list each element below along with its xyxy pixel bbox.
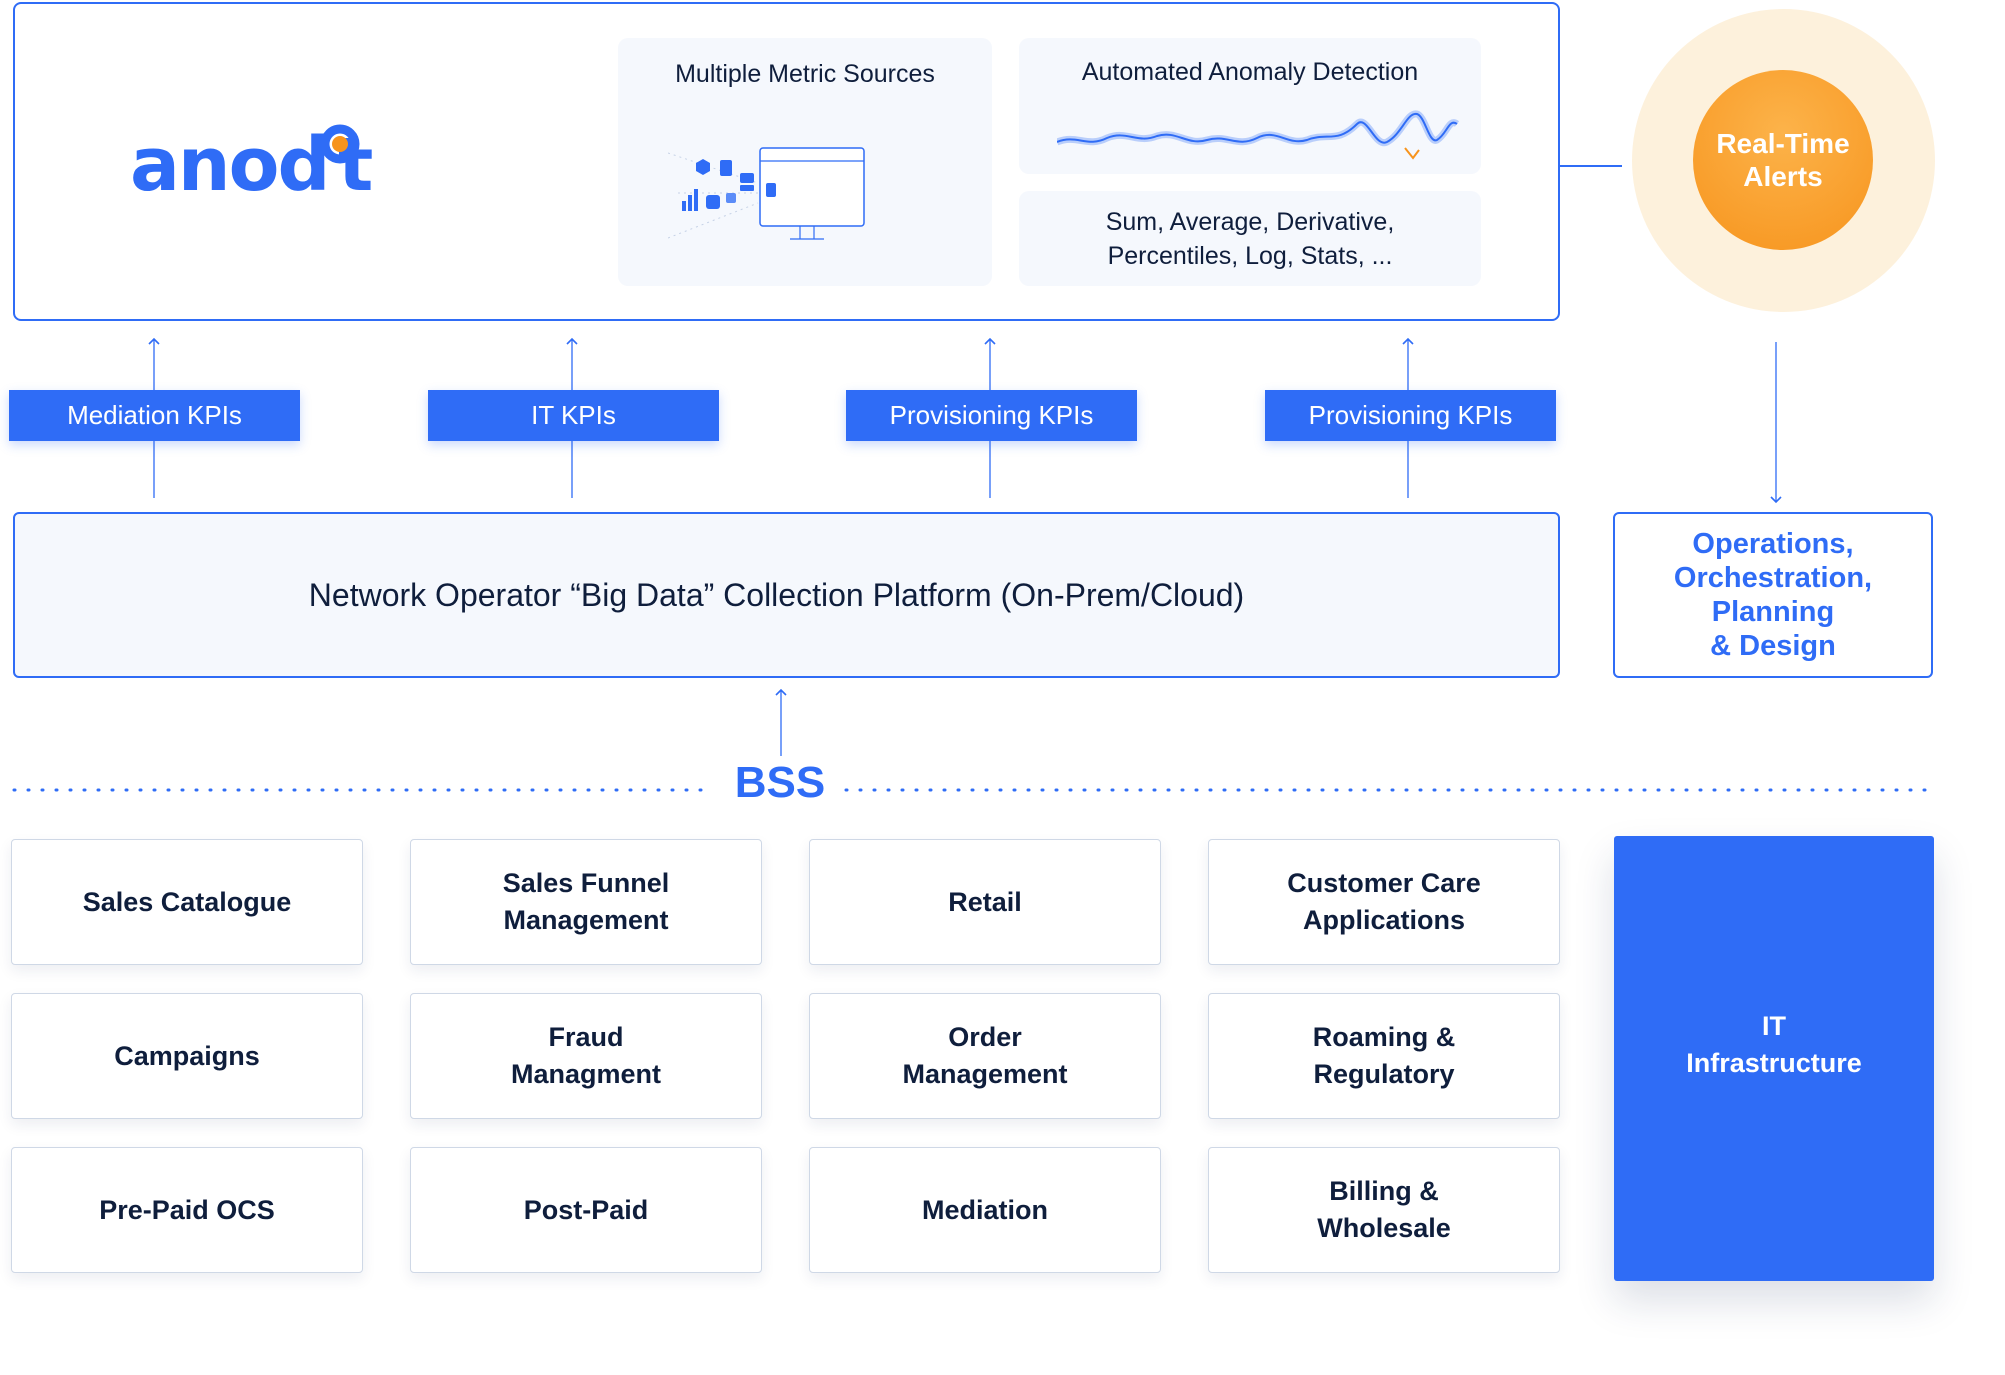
functions-card: Sum, Average, Derivative, Percentiles, L… (1019, 191, 1481, 286)
bss-customer-care: Customer Care Applications (1208, 839, 1560, 965)
kpi-mediation: Mediation KPIs (9, 390, 300, 441)
bss-campaigns: Campaigns (11, 993, 363, 1119)
monitor-icon (759, 147, 865, 227)
it-infrastructure-label: IT Infrastructure (1686, 1011, 1862, 1078)
anodot-logo-mark: anod t (130, 122, 373, 208)
kpi-provisioning-2: Provisioning KPIs (1265, 390, 1556, 441)
bss-item-label: Roaming & Regulatory (1312, 1022, 1456, 1089)
metric-sources-card: Multiple Metric Sources (618, 38, 992, 286)
bss-item-label: Pre-Paid OCS (99, 1194, 275, 1225)
bss-item-label: Sales Catalogue (82, 886, 292, 917)
real-time-alerts-badge: Real-Time Alerts (1693, 70, 1873, 250)
bss-retail: Retail (809, 839, 1161, 965)
kpi-provisioning-1: Provisioning KPIs (846, 390, 1137, 441)
operations-box: Operations, Orchestration, Planning & De… (1613, 512, 1933, 678)
bss-item-label: Customer Care Applications (1287, 868, 1481, 935)
bss-label: BSS (734, 758, 826, 807)
bss-item-label: Sales Funnel Management (502, 868, 670, 935)
collection-platform: Network Operator “Big Data” Collection P… (13, 512, 1560, 678)
real-time-alerts-label: Real-Time Alerts (1716, 128, 1850, 192)
kpi-it: IT KPIs (428, 390, 719, 441)
bss-sales-catalogue: Sales Catalogue (11, 839, 363, 965)
bss-billing-wholesale: Billing & Wholesale (1208, 1147, 1560, 1273)
anomaly-detection-card: Automated Anomaly Detection (1019, 38, 1481, 174)
metric-sources-title: Multiple Metric Sources (675, 60, 935, 88)
collection-platform-title: Network Operator “Big Data” Collection P… (308, 576, 1245, 613)
bss-item-label: Post-Paid (523, 1194, 649, 1225)
bss-item-label: Campaigns (114, 1040, 260, 1071)
it-infrastructure-box: IT Infrastructure (1614, 836, 1934, 1281)
bss-item-label: Retail (948, 886, 1022, 917)
bss-post-paid: Post-Paid (410, 1147, 762, 1273)
bss-item-label: Order Management (902, 1022, 1068, 1089)
bss-mediation: Mediation (809, 1147, 1161, 1273)
bss-prepaid-ocs: Pre-Paid OCS (11, 1147, 363, 1273)
bss-order-management: Order Management (809, 993, 1161, 1119)
anomaly-waveform-icon (1057, 110, 1460, 160)
data-source-icons (682, 159, 776, 211)
bss-item-label: Mediation (922, 1194, 1048, 1225)
bss-fraud-management: Fraud Managment (410, 993, 762, 1119)
bss-sales-funnel: Sales Funnel Management (410, 839, 762, 965)
bss-item-label: Fraud Managment (510, 1022, 662, 1089)
bss-roaming-regulatory: Roaming & Regulatory (1208, 993, 1560, 1119)
anomaly-detection-title: Automated Anomaly Detection (1081, 58, 1419, 86)
metric-sources-illustration (668, 147, 865, 240)
operations-label: Operations, Orchestration, Planning & De… (1673, 528, 1873, 662)
svg-text:anod: anod (130, 122, 328, 208)
functions-text: Sum, Average, Derivative, Percentiles, L… (1105, 207, 1395, 270)
bss-item-label: Billing & Wholesale (1317, 1176, 1451, 1243)
anodot-logo: anod t (130, 118, 400, 208)
